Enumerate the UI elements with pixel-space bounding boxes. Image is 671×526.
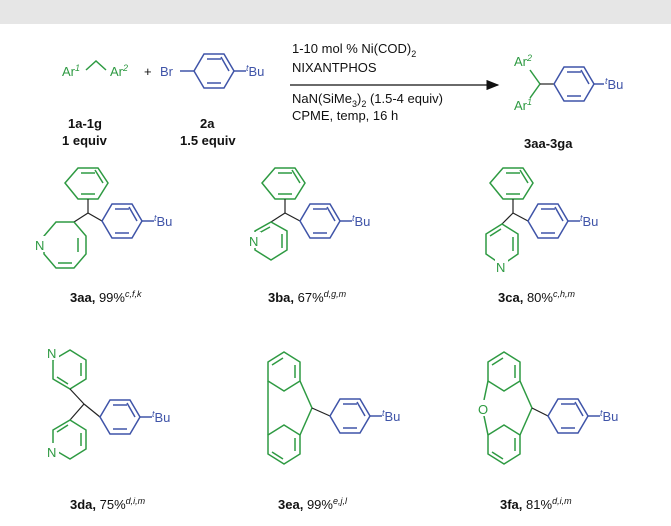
svg-text:Ar2: Ar2 — [514, 53, 532, 69]
product-3ca: tBu N 3ca, 80%c,h,m — [485, 167, 598, 305]
svg-text:tBu: tBu — [605, 76, 623, 92]
bromo-label: Br — [160, 64, 174, 79]
product-yield: 99% — [303, 497, 333, 512]
nitrogen-label: N — [47, 346, 56, 361]
svg-text:tBu: tBu — [152, 409, 170, 425]
ligand-label: NIXANTPHOS — [292, 60, 377, 75]
substrate-2-equiv: 1.5 equiv — [180, 133, 236, 148]
product-notes: e,j,l — [333, 496, 348, 506]
product-yield: 81% — [522, 497, 552, 512]
product-yield: 80% — [523, 290, 553, 305]
product-id: 3da — [70, 497, 93, 512]
plus-sign: + — [144, 64, 152, 79]
svg-text:3ea, 99%e,j,l: 3ea, 99%e,j,l — [278, 496, 348, 512]
substrate-1: Ar1 Ar2 1a-1g 1 equiv — [62, 59, 128, 148]
svg-text:tBu: tBu — [580, 213, 598, 229]
nitrogen-label: N — [35, 238, 44, 253]
product-id: 3fa — [500, 497, 520, 512]
product-yield: 75% — [96, 497, 126, 512]
product-notes: d,g,m — [324, 289, 347, 299]
svg-text:tBu: tBu — [246, 63, 264, 79]
general-product: Ar2 Ar1 tBu 3aa-3ga — [514, 53, 623, 151]
svg-text:tBu: tBu — [600, 408, 618, 424]
product-yield: 67% — [294, 290, 324, 305]
product-3aa: tBu N 3aa, 99%c,f,k — [34, 167, 172, 305]
nitrogen-label: N — [47, 445, 56, 460]
product-3ea: tBu 3ea, 99%e,j,l — [267, 351, 400, 512]
ar2-label: Ar — [110, 64, 124, 79]
top-banner — [0, 0, 671, 24]
svg-text:1-10 mol % Ni(COD)2: 1-10 mol % Ni(COD)2 — [292, 41, 416, 59]
nitrogen-label: N — [249, 234, 258, 249]
svg-text:tBu: tBu — [382, 408, 400, 424]
svg-text:Ar1: Ar1 — [514, 97, 532, 113]
product-yield: 99% — [95, 290, 125, 305]
product-notes: d,i,m — [126, 496, 146, 506]
substrate-1-id: 1a-1g — [68, 116, 102, 131]
svg-text:3da, 75%d,i,m: 3da, 75%d,i,m — [70, 496, 146, 512]
svg-text:Ar1: Ar1 — [62, 63, 80, 79]
substrate-1-equiv: 1 equiv — [62, 133, 108, 148]
svg-text:3fa, 81%d,i,m: 3fa, 81%d,i,m — [500, 496, 572, 512]
product-id: 3aa — [70, 290, 92, 305]
nitrogen-label: N — [496, 260, 505, 275]
svg-text:tBu: tBu — [352, 213, 370, 229]
tbu-label: Bu — [249, 64, 265, 79]
product-id: 3ba — [268, 290, 291, 305]
product-id: 3ca — [498, 290, 520, 305]
product-general-id: 3aa-3ga — [524, 136, 573, 151]
product-3da: N tBu N 3da, 75%d,i,m — [46, 344, 170, 512]
substrate-2: Br tBu 2a 1.5 equiv — [160, 53, 264, 148]
methylene-bond — [85, 59, 107, 71]
product-id: 3ea — [278, 497, 300, 512]
svg-text:tBu: tBu — [154, 213, 172, 229]
ar1-label: Ar — [62, 64, 76, 79]
product-notes: d,i,m — [552, 496, 572, 506]
svg-text:3aa, 99%c,f,k: 3aa, 99%c,f,k — [70, 289, 142, 305]
svg-text:3ba, 67%d,g,m: 3ba, 67%d,g,m — [268, 289, 347, 305]
product-3ba: tBu N 3ba, 67%d,g,m — [248, 167, 370, 305]
substrate-2-id: 2a — [200, 116, 215, 131]
svg-text:Ar2: Ar2 — [110, 63, 128, 79]
product-notes: c,f,k — [125, 289, 142, 299]
svg-text:3ca, 80%c,h,m: 3ca, 80%c,h,m — [498, 289, 575, 305]
product-3fa: O tBu 3fa, 81%d,i,m — [477, 351, 618, 512]
oxygen-label: O — [478, 402, 488, 417]
product-notes: c,h,m — [553, 289, 576, 299]
solvent-label: CPME, temp, 16 h — [292, 108, 398, 123]
svg-text:NaN(SiMe3)2 (1.5-4 equiv): NaN(SiMe3)2 (1.5-4 equiv) — [292, 91, 443, 109]
reaction-conditions: 1-10 mol % Ni(COD)2 NIXANTPHOS NaN(SiMe3… — [290, 41, 500, 123]
